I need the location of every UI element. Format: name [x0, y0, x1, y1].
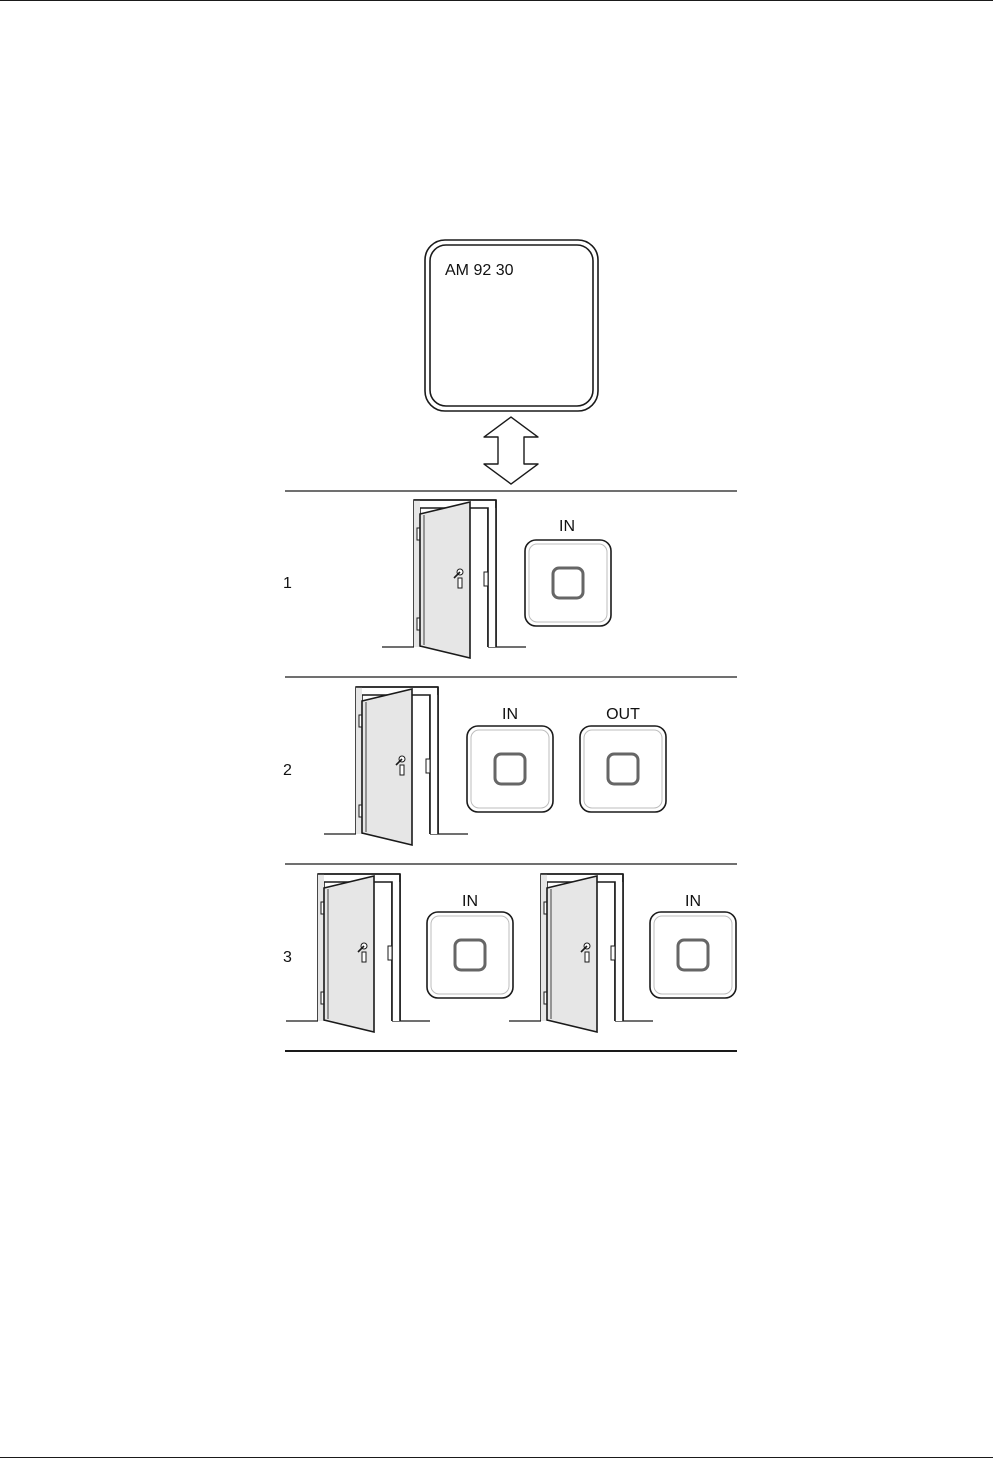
door-icon [286, 874, 430, 1032]
row-number: 3 [283, 949, 292, 966]
configuration-row-1: 1 IN [283, 500, 611, 658]
controller-unit: AM 92 30 [425, 240, 598, 411]
reader-label: IN [462, 893, 478, 910]
door-icon [324, 687, 468, 845]
reader-icon [650, 912, 736, 998]
reader-label: IN [502, 706, 518, 723]
configuration-row-2: 2 IN OUT [283, 687, 666, 845]
configuration-row-3: 3 IN IN [283, 874, 736, 1032]
door-icon [509, 874, 653, 1032]
reader-icon [580, 726, 666, 812]
reader-label: OUT [606, 706, 640, 723]
reader-icon [467, 726, 553, 812]
reader-icon [427, 912, 513, 998]
reader-icon [525, 540, 611, 626]
reader-label: IN [685, 893, 701, 910]
controller-label: AM 92 30 [445, 262, 514, 279]
row-number: 1 [283, 575, 292, 592]
row-number: 2 [283, 762, 292, 779]
double-arrow-icon [484, 417, 538, 484]
door-icon [382, 500, 526, 658]
reader-label: IN [559, 518, 575, 535]
